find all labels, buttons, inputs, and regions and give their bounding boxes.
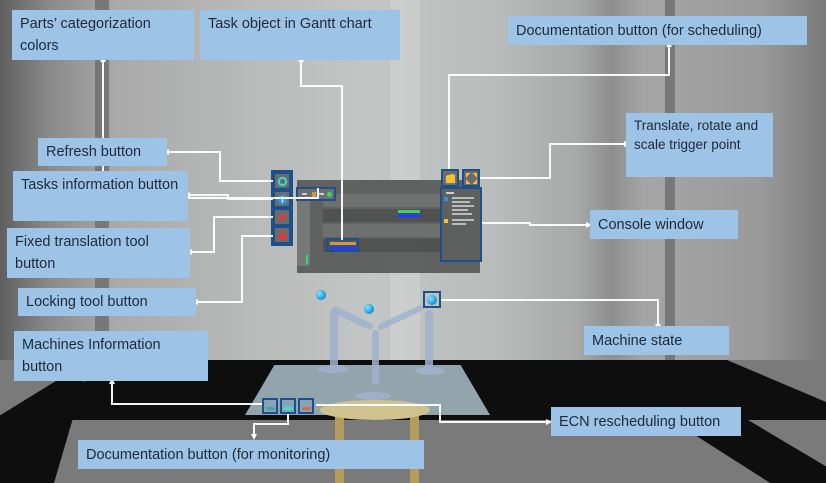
callout-trs-trigger: Translate, rotate and scale trigger poin… [626, 113, 773, 177]
console-header [446, 192, 454, 194]
gantt-scrollbar[interactable] [297, 200, 310, 266]
translate-rotate-scale-trigger[interactable] [462, 169, 480, 187]
connector-locking [196, 235, 273, 303]
lock-icon [278, 229, 286, 240]
machines-info-button[interactable] [262, 398, 278, 414]
gantt-task[interactable] [398, 214, 420, 218]
connector-refresh [167, 151, 273, 182]
connector-parts-colors [102, 60, 319, 199]
robot-base [318, 365, 348, 373]
robot-arm [425, 310, 433, 372]
machine-info-icon [266, 407, 275, 410]
arrowhead [251, 434, 257, 440]
callout-machine-state: Machine state [584, 326, 729, 355]
console-line [452, 201, 470, 203]
connector-fixed-translation [190, 216, 273, 253]
machine-state-sphere[interactable] [364, 304, 374, 314]
refresh-button[interactable] [273, 172, 291, 190]
console-line [452, 223, 466, 225]
callout-parts-colors: Parts’ categorization colors [12, 10, 194, 60]
doc-scheduling-button[interactable] [441, 169, 459, 187]
console-warning-icon [444, 219, 448, 223]
legend-swatch [327, 192, 332, 197]
gantt-row [323, 194, 441, 207]
callout-tasks-info: Tasks information button [13, 171, 188, 221]
gantt-task-category [398, 210, 420, 213]
connector-ecn [316, 404, 548, 423]
legend-swatch [312, 192, 316, 197]
machine-state-highlight[interactable] [423, 291, 441, 308]
console-line [452, 209, 468, 211]
connector-doc-monitoring [253, 414, 289, 436]
document-icon [284, 407, 293, 410]
left-toolbar-frame [271, 170, 293, 246]
legend-label [302, 193, 307, 195]
connector-console [482, 222, 588, 226]
callout-doc-scheduling: Documentation button (for scheduling) [508, 16, 807, 45]
robot-arm [372, 330, 379, 385]
translation-tool-icon [277, 213, 287, 221]
folder-icon [445, 173, 455, 183]
ecn-icon [302, 407, 311, 410]
console-line [452, 205, 474, 207]
arrowhead [546, 419, 552, 425]
connector-machine-state [441, 299, 659, 326]
robot-base [415, 367, 445, 375]
wall-edge [665, 0, 675, 370]
callout-console: Console window [590, 210, 738, 239]
gantt-scroll-indicator [306, 255, 308, 264]
connector-machines-info [111, 382, 262, 405]
ecn-rescheduling-button[interactable] [298, 398, 314, 414]
console-line [452, 213, 472, 215]
task-bar [330, 246, 356, 250]
legend-label [319, 193, 324, 195]
fixed-translation-tool-button[interactable] [273, 208, 291, 226]
callout-task-object: Task object in Gantt chart [200, 10, 400, 60]
task-bar-category [330, 242, 356, 245]
arrowhead [109, 378, 115, 384]
callout-doc-monitoring: Documentation button (for monitoring) [78, 440, 424, 469]
arrowhead [586, 222, 592, 228]
console-info-icon [444, 197, 448, 201]
callout-machines-info: Machines Information button [14, 331, 208, 381]
robot-arm [330, 308, 338, 370]
doc-monitoring-button[interactable] [280, 398, 296, 414]
console-line [452, 219, 474, 221]
connector-tasks-info [188, 194, 273, 200]
locking-tool-button[interactable] [273, 226, 291, 244]
callout-locking: Locking tool button [18, 288, 196, 316]
machine-state-sphere[interactable] [316, 290, 326, 300]
callout-refresh: Refresh button [38, 138, 167, 166]
connector-trs [480, 143, 626, 179]
callout-ecn: ECN rescheduling button [551, 407, 741, 436]
robot-base [355, 392, 391, 400]
gantt-row [323, 224, 441, 237]
console-window [440, 187, 482, 262]
move-arrows-icon [465, 172, 477, 184]
console-line [452, 197, 474, 199]
connector-task-object [300, 60, 343, 240]
machine-state-sphere [427, 295, 437, 305]
refresh-icon [277, 176, 287, 186]
connector-doc-scheduling [448, 45, 670, 169]
callout-fixed-translation: Fixed translation tool button [7, 228, 190, 278]
